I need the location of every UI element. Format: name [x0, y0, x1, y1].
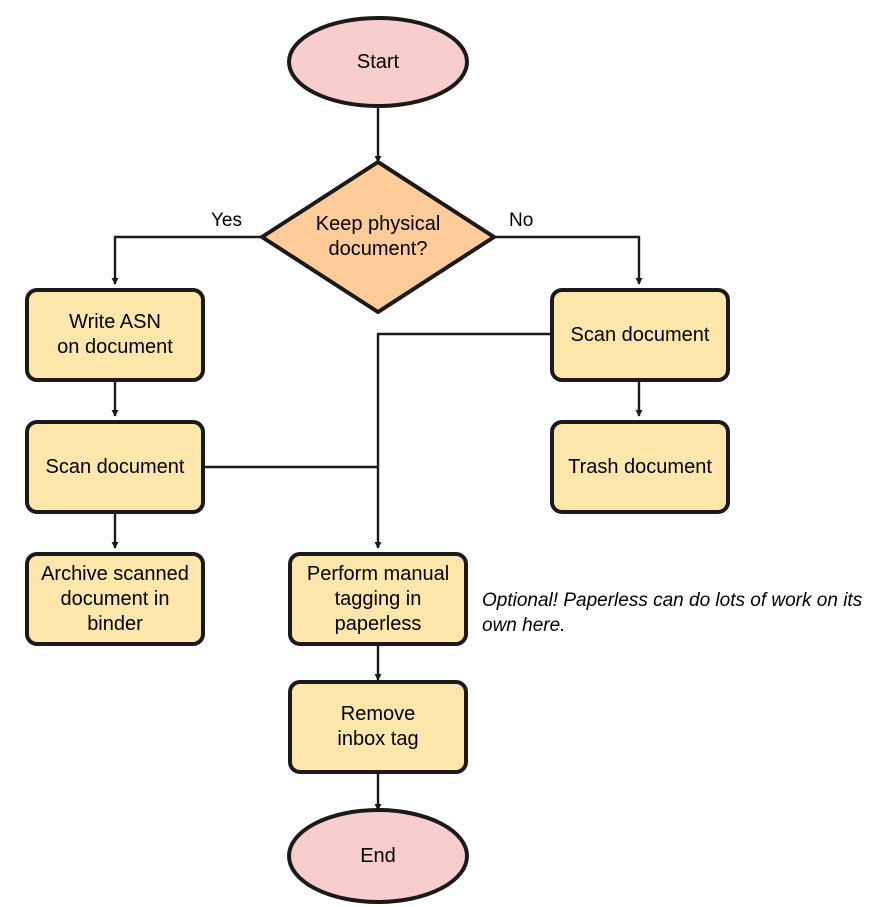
- edge-decision-no-to-scan-right: [494, 235, 643, 285]
- node-decision-keep-physical-document[interactable]: [258, 159, 498, 315]
- annotation-optional-note: Optional! Paperless can do lots of work …: [482, 590, 863, 636]
- node-archive-scanned-document[interactable]: [25, 552, 205, 646]
- edge-label-yes: Yes: [211, 210, 242, 231]
- node-remove-inbox-tag[interactable]: [288, 680, 468, 774]
- node-trash-document[interactable]: [550, 420, 730, 514]
- edge-scan-right-to-tagging: [374, 332, 552, 549]
- node-write-asn-on-document[interactable]: [25, 288, 205, 382]
- node-end[interactable]: [287, 808, 469, 904]
- node-scan-document-right[interactable]: [550, 288, 730, 382]
- edge-decision-yes-to-write-asn: [111, 235, 262, 285]
- edge-label-no: No: [509, 210, 534, 231]
- node-perform-manual-tagging[interactable]: [288, 552, 468, 646]
- node-scan-document-left[interactable]: [25, 420, 205, 514]
- node-start[interactable]: [287, 16, 469, 108]
